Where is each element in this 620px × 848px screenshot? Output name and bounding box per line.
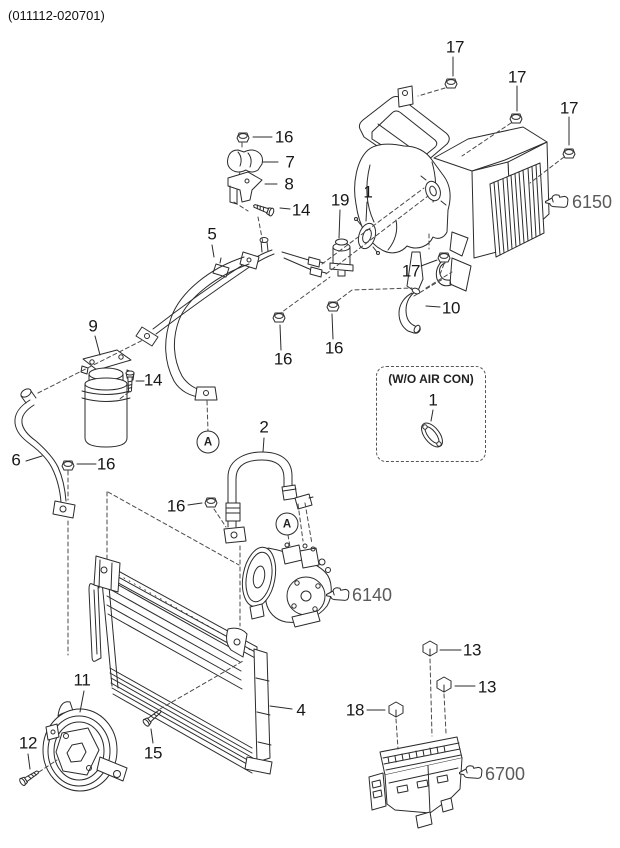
nut-16-icon [236, 132, 250, 143]
relay-13-icon [422, 640, 438, 657]
bolt-12-icon [18, 767, 42, 787]
joint-marker-a-lower: A [275, 512, 299, 536]
grommet-1-drawing [355, 218, 380, 255]
horn-drawing [43, 702, 127, 791]
ref-callout-6150[interactable]: 6150 [572, 192, 613, 212]
part-label-10: 10 [441, 298, 461, 318]
bolt-14-icon [251, 201, 276, 218]
condenser-bracket-mid [227, 628, 247, 657]
wo-air-con-title: (W/O AIR CON) [388, 372, 474, 386]
part-label-2: 2 [259, 417, 269, 437]
joint-marker-a-upper: A [196, 430, 220, 454]
part-label-13: 13 [462, 640, 482, 660]
ref-callout-6700[interactable]: 6700 [485, 764, 526, 784]
nut-16-icon [204, 497, 218, 508]
discharge-hose-2-drawing [224, 452, 313, 543]
wo-air-con-part-drawing [417, 419, 446, 450]
part-label-5: 5 [207, 224, 217, 244]
part-label-16: 16 [166, 496, 186, 516]
heater-pipe-port [421, 176, 446, 205]
nut-17-icon [562, 148, 576, 159]
part-label-17: 17 [559, 98, 579, 118]
part-label-4: 4 [296, 700, 306, 720]
fuse-box-drawing [369, 737, 462, 828]
case-feet [407, 252, 471, 293]
part-label-17: 17 [445, 37, 465, 57]
part-label-7: 7 [285, 152, 295, 172]
nut-16-icon [326, 301, 340, 312]
nut-17-icon [437, 252, 451, 263]
relay-18-icon [388, 701, 404, 718]
part-label-14: 14 [291, 200, 311, 220]
part-label-18: 18 [345, 700, 365, 720]
part-label-11: 11 [73, 670, 91, 690]
part-label-16: 16 [96, 454, 116, 474]
part-label-14: 14 [143, 370, 163, 390]
pipe-assembly-5-drawing [136, 238, 326, 401]
clamp-7-drawing [228, 150, 263, 172]
part-label-9: 9 [88, 316, 98, 336]
condenser-drawing [89, 556, 272, 774]
part-label-19: 19 [330, 190, 350, 210]
part-label-17: 17 [401, 261, 421, 281]
nut-16-icon [272, 312, 286, 323]
part-label-8: 8 [284, 174, 294, 194]
liquid-pipe-6-drawing [15, 387, 75, 518]
compressor-drawing [238, 543, 331, 627]
expansion-valve-19-drawing [330, 239, 353, 276]
part-label-1: 1 [363, 182, 373, 202]
mount-tab [398, 86, 413, 107]
pointing-hand-icon [459, 765, 483, 779]
evaporator-grille [490, 163, 544, 257]
revision-code: (011112-020701) [8, 8, 105, 23]
part-label-1: 1 [428, 390, 438, 410]
receiver-drier-drawing [81, 350, 134, 447]
bracket-8-drawing [228, 172, 262, 204]
condenser-bracket-left [94, 556, 120, 592]
part-label-16: 16 [274, 127, 294, 147]
wo-air-con-box: (W/O AIR CON) [376, 366, 486, 462]
nut-16-icon [61, 460, 75, 471]
part-label-12: 12 [18, 733, 38, 753]
part-label-16: 16 [273, 349, 293, 369]
blower-housing [355, 144, 450, 253]
suction-hose-drawing [166, 257, 249, 400]
hose-10-drawing [399, 287, 421, 334]
ref-callout-6140[interactable]: 6140 [352, 585, 393, 605]
relay-13-icon [436, 676, 452, 693]
dashed-guides [38, 88, 564, 772]
nut-17-icon [444, 78, 458, 89]
part-label-16: 16 [324, 338, 344, 358]
part-label-15: 15 [143, 743, 163, 763]
nut-17-icon [509, 113, 523, 124]
part-label-17: 17 [507, 67, 527, 87]
leader-lines [26, 57, 569, 769]
fasteners [18, 78, 576, 787]
part-label-6: 6 [11, 450, 21, 470]
part-label-13: 13 [477, 677, 497, 697]
hvac-unit-drawing [355, 86, 549, 293]
